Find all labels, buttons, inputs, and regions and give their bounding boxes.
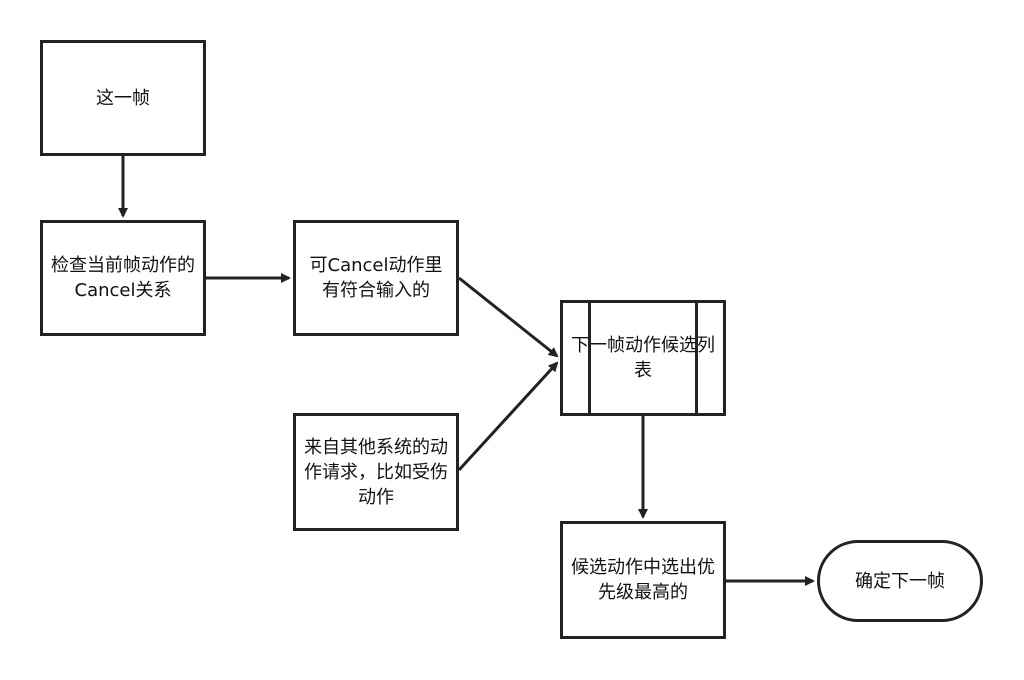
node-other-system-requests: 来自其他系统的动作请求，比如受伤动作 [293, 413, 459, 531]
node-cancelable-input-match: 可Cancel动作里有符合输入的 [293, 220, 459, 336]
node-cancelable-input-match-label: 可Cancel动作里有符合输入的 [309, 255, 443, 301]
arrow-other-to-candidates [457, 361, 559, 472]
process-left-bar [588, 300, 591, 416]
node-next-frame-candidates-label: 下一帧动作候选列表 [571, 335, 715, 381]
node-confirm-next-frame: 确定下一帧 [817, 540, 983, 622]
node-next-frame-candidates: 下一帧动作候选列表 [560, 300, 726, 416]
node-check-cancel-relation: 检查当前帧动作的Cancel关系 [40, 220, 206, 336]
arrow-cancelable-to-candidates [458, 276, 559, 358]
node-select-highest-priority: 候选动作中选出优先级最高的 [560, 521, 726, 639]
node-other-system-requests-label: 来自其他系统的动作请求，比如受伤动作 [304, 436, 448, 508]
process-right-bar [695, 300, 698, 416]
node-confirm-next-frame-label: 确定下一帧 [855, 570, 945, 592]
node-this-frame-label: 这一帧 [96, 87, 150, 109]
node-select-highest-priority-label: 候选动作中选出优先级最高的 [571, 557, 715, 603]
node-this-frame: 这一帧 [40, 40, 206, 156]
node-check-cancel-relation-label: 检查当前帧动作的Cancel关系 [51, 255, 195, 301]
